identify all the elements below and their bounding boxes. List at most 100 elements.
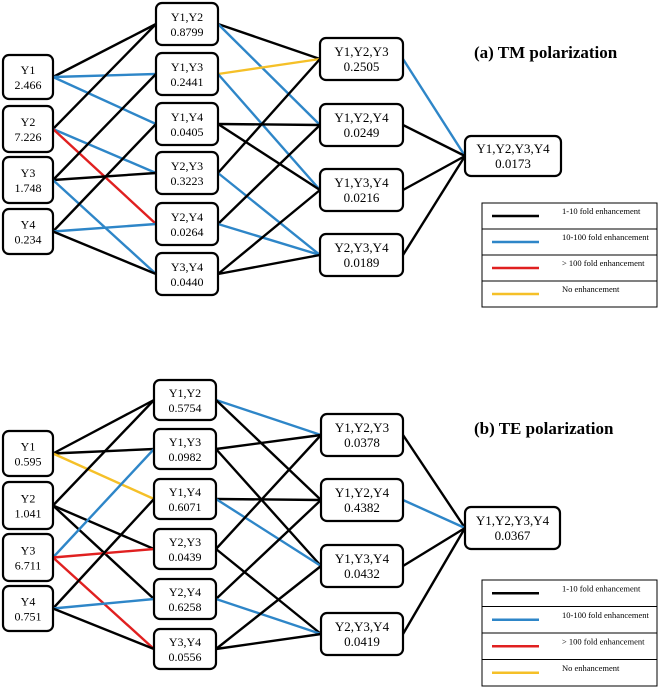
node-value: 0.0982 [169, 450, 202, 464]
tm-node-y12: Y1,Y20.8799 [154, 1, 220, 47]
node-label: Y1,Y3 [169, 435, 201, 449]
tm-edge-y13-y134 [217, 73, 321, 191]
te-node-y24: Y2,Y40.6258 [152, 577, 218, 621]
tm-node-y1234: Y1,Y2,Y3,Y40.0173 [463, 134, 563, 178]
te-edge-y24-y124 [215, 499, 322, 600]
tm-edge-y23-y234 [217, 172, 321, 256]
tm-edges [52, 22, 467, 276]
node-value: 0.6071 [169, 500, 202, 514]
node-label: Y2,Y3,Y4 [334, 240, 389, 255]
tm-edge-y123-y1234 [401, 58, 467, 157]
legend-label-blue: 10-100 fold enhancement [562, 232, 649, 242]
node-value: 0.6258 [169, 600, 202, 614]
node-label: Y4 [21, 218, 36, 232]
node-label: Y1,Y2,Y4 [335, 485, 390, 500]
te-node-y124: Y1,Y2,Y40.4382 [319, 477, 405, 523]
node-label: Y1,Y2,Y3,Y4 [476, 513, 550, 528]
node-value: 1.748 [15, 181, 42, 195]
node-value: 0.2441 [171, 75, 204, 89]
node-label: Y1,Y2,Y3,Y4 [476, 141, 550, 156]
tm-edge-y34-y234 [217, 253, 321, 276]
tm-title: (a) TM polarization [474, 43, 618, 62]
te-node-y234: Y2,Y3,Y40.0419 [319, 611, 405, 657]
te-edge-y14-y124 [215, 497, 322, 502]
legend-label-black: 1-10 fold enhancement [562, 206, 641, 216]
node-label: Y1,Y4 [169, 485, 201, 499]
te-node-y13: Y1,Y30.0982 [152, 427, 218, 471]
node-label: Y1,Y2,Y4 [334, 110, 389, 125]
te-node-y123: Y1,Y2,Y30.0378 [319, 412, 405, 458]
node-label: Y2,Y3,Y4 [335, 619, 390, 634]
tm-node-y24: Y2,Y40.0264 [154, 201, 220, 247]
node-label: Y1,Y2 [169, 386, 201, 400]
te-edges [52, 398, 467, 651]
te-title: (b) TE polarization [474, 419, 614, 438]
te-edge-y3-y13 [52, 448, 155, 559]
node-value: 0.3223 [171, 174, 204, 188]
te-edge-y13-y134 [215, 448, 322, 567]
tm-edge-y24-y124 [217, 124, 321, 225]
tm-edge-y124-y1234 [402, 123, 466, 158]
node-value: 7.226 [15, 130, 42, 144]
tm-node-y134: Y1,Y3,Y40.0216 [318, 167, 405, 213]
node-label: Y1,Y3 [171, 60, 203, 74]
te-edge-y34-y234 [215, 632, 322, 651]
node-label: Y1,Y3,Y4 [334, 175, 389, 190]
node-label: Y3 [21, 166, 36, 180]
panel-te: Y10.595Y21.041Y36.711Y40.751Y1,Y20.5754Y… [1, 378, 614, 671]
node-value: 0.0432 [344, 566, 380, 581]
node-value: 0.0173 [495, 156, 531, 171]
node-value: 0.751 [15, 610, 42, 624]
tm-node-y1: Y12.466 [1, 53, 55, 101]
tm-edge-y14-y134 [217, 122, 321, 192]
tm-node-y234: Y2,Y3,Y40.0189 [318, 232, 405, 278]
te-node-y4: Y40.751 [1, 584, 55, 633]
tm-edge-y134-y1234 [402, 154, 466, 192]
tm-edge-y4-y34 [52, 230, 157, 276]
tm-edge-y34-y134 [217, 189, 321, 275]
tm-edge-y2-y23 [52, 127, 157, 175]
tm-edge-y24-y234 [217, 222, 321, 257]
legend-label-blue: 10-100 fold enhancement [562, 610, 649, 620]
node-value: 0.0367 [495, 528, 531, 543]
tm-edge-y23-y123 [217, 58, 321, 174]
te-node-y1234: Y1,Y2,Y3,Y40.0367 [463, 505, 562, 551]
node-value: 0.0556 [169, 650, 202, 664]
tm-node-y14: Y1,Y40.0405 [154, 101, 220, 147]
legend-label-black: 1-10 fold enhancement [562, 583, 641, 593]
te-edge-y34-y134 [215, 565, 322, 650]
te-edge-y12-y123 [215, 398, 322, 437]
tm-edge-y234-y1234 [401, 155, 467, 256]
tm-node-y2: Y27.226 [1, 104, 55, 154]
node-value: 0.0216 [344, 190, 380, 205]
node-label: Y1 [21, 440, 36, 454]
node-value: 0.0249 [344, 125, 380, 140]
tm-edge-y4-y14 [52, 123, 157, 233]
tm-edge-y4-y24 [52, 222, 157, 233]
node-value: 0.0405 [171, 125, 204, 139]
te-edge-y12-y124 [215, 399, 322, 501]
node-value: 0.0378 [344, 435, 380, 450]
te-edge-y234-y1234 [401, 527, 467, 635]
tm-node-y34: Y3,Y40.0440 [154, 251, 220, 297]
legend-label-red: > 100 fold enhancement [562, 636, 645, 646]
node-value: 2.466 [15, 78, 42, 92]
legend-label-yellow: No enhancement [562, 663, 620, 673]
te-edge-y1-y12 [52, 398, 155, 455]
te-edge-y4-y34 [52, 607, 155, 651]
te-edge-y4-y24 [52, 597, 155, 610]
node-label: Y1 [21, 63, 36, 77]
te-edge-y23-y234 [215, 548, 322, 635]
node-value: 0.0440 [171, 275, 204, 289]
tm-edge-y2-y12 [52, 23, 157, 130]
node-label: Y3,Y4 [169, 635, 201, 649]
te-node-y1: Y10.595 [1, 429, 55, 478]
te-node-y34: Y3,Y40.0556 [152, 627, 218, 671]
tm-edge-y1-y14 [52, 75, 157, 126]
te-nodes: Y10.595Y21.041Y36.711Y40.751Y1,Y20.5754Y… [1, 378, 562, 671]
te-edge-y14-y134 [215, 497, 322, 568]
te-node-y12: Y1,Y20.5754 [152, 378, 218, 422]
te-edge-y13-y123 [215, 433, 322, 451]
node-label: Y1,Y3,Y4 [335, 551, 390, 566]
